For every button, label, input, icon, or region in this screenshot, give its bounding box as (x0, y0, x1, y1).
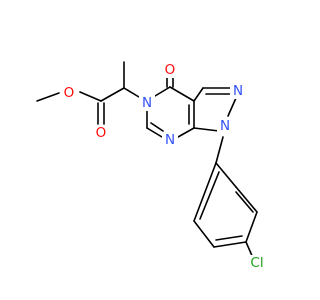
chlorine-label: Cl (250, 255, 263, 271)
molecule-structure: O O O N N N N Cl (36, 61, 268, 272)
bond-ph-6-1-inner (199, 171, 220, 220)
n1-label: N (220, 118, 230, 134)
n7-label: N (165, 132, 175, 148)
bond-c3a-c3 (193, 87, 204, 102)
bond-ph-4-5 (213, 241, 247, 248)
bond-methyl-o (36, 92, 60, 102)
bond-c4-c3a (169, 86, 195, 102)
bond-n1-c7a (193, 127, 220, 132)
bond-n2-n1 (227, 97, 237, 117)
bond-ph-2-3-inner (235, 191, 254, 213)
bond-n1-phenyl (215, 136, 224, 164)
bond-carbonyl-alpha (100, 87, 125, 102)
n2-label: N (233, 83, 243, 99)
bond-c6-n7-b (150, 122, 164, 132)
bond-ph-2-3 (235, 186, 258, 213)
bond-n7-c7a (177, 127, 195, 138)
structure-canvas: O O O N N N N Cl (36, 61, 268, 272)
ring-oxygen-label: O (165, 62, 176, 78)
atom-layer: O O O N N N N Cl (60, 62, 268, 272)
bond-ph-6-1 (193, 162, 217, 222)
bond-o-carbonyl (79, 91, 102, 102)
bond-ph-3-4 (245, 211, 258, 243)
bond-ph-4-5-inner (215, 235, 243, 241)
carbonyl-oxygen-label: O (96, 125, 107, 141)
bond-ph-1-2 (215, 162, 237, 188)
n5-label: N (142, 95, 152, 111)
bond-c6-n7-a (146, 127, 163, 138)
bond-n5-c4 (154, 86, 171, 97)
bond-ph-5-6 (193, 220, 215, 248)
ester-oxygen-label: O (64, 85, 75, 101)
bond-alpha-n5 (123, 87, 140, 98)
